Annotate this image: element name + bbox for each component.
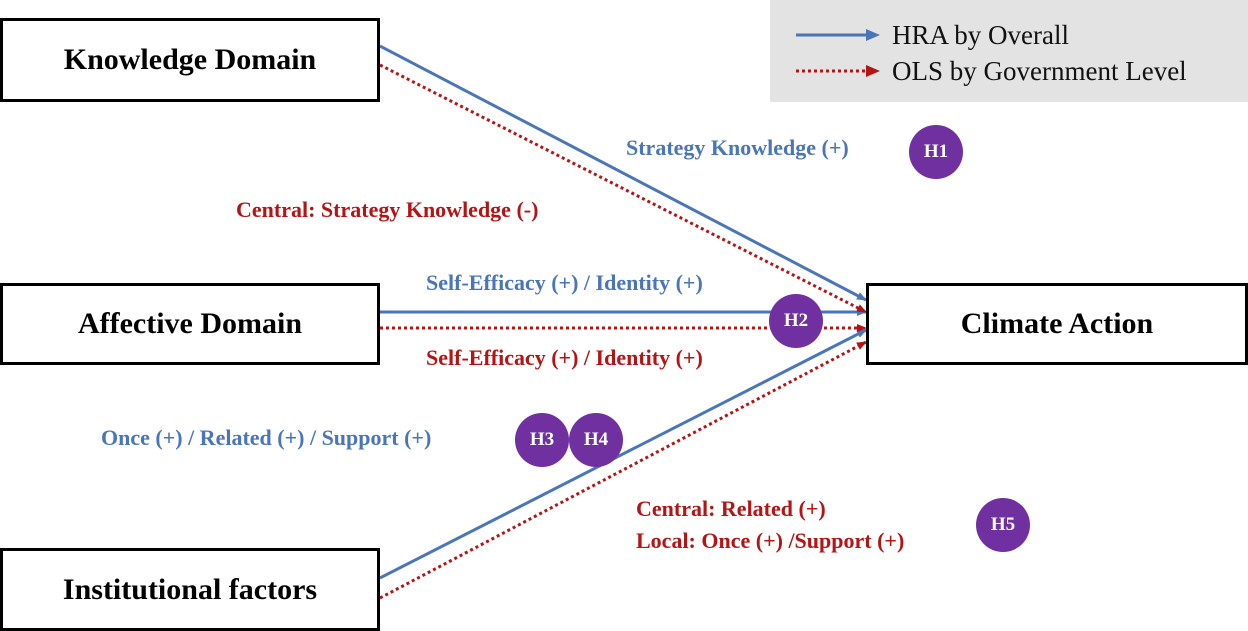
hypothesis-badge-h4: H4 [569,413,623,467]
ols-arrow-knowledge [379,63,867,314]
legend-row-ols: OLS by Government Level [770,54,1248,90]
hypothesis-badge-h3: H3 [515,413,569,467]
hypothesis-badge-h2: H2 [769,294,823,348]
label-strategy-knowledge-ols: Central: Strategy Knowledge (-) [236,197,539,222]
knowledge-domain-box: Knowledge Domain [0,18,380,102]
label-institutional-ols-central: Central: Related (+) [636,496,826,521]
legend-row-hra: HRA by Overall [770,18,1248,54]
hypothesis-badge-h5: H5 [976,498,1030,552]
ols-arrow-institutional [379,340,867,600]
label-strategy-knowledge-hra: Strategy Knowledge (+) [626,135,849,160]
hra-arrow-knowledge [379,44,867,302]
hra-arrow-institutional [379,328,867,580]
institutional-factors-box: Institutional factors [0,548,380,631]
label-self-efficacy-hra: Self-Efficacy (+) / Identity (+) [426,270,703,295]
label-self-efficacy-ols: Self-Efficacy (+) / Identity (+) [426,345,703,370]
hypothesis-badge-h1: H1 [909,125,963,179]
label-institutional-ols-local: Local: Once (+) /Support (+) [636,528,905,553]
climate-action-box: Climate Action [866,283,1248,365]
legend-solid-line-icon [796,29,880,41]
legend: HRA by Overall OLS by Government Level [770,0,1248,102]
affective-domain-box: Affective Domain [0,283,380,365]
label-institutional-hra: Once (+) / Related (+) / Support (+) [101,425,432,450]
legend-label-ols: OLS by Government Level [892,56,1187,86]
legend-label-hra: HRA by Overall [892,20,1069,50]
legend-dotted-line-icon [796,65,880,77]
